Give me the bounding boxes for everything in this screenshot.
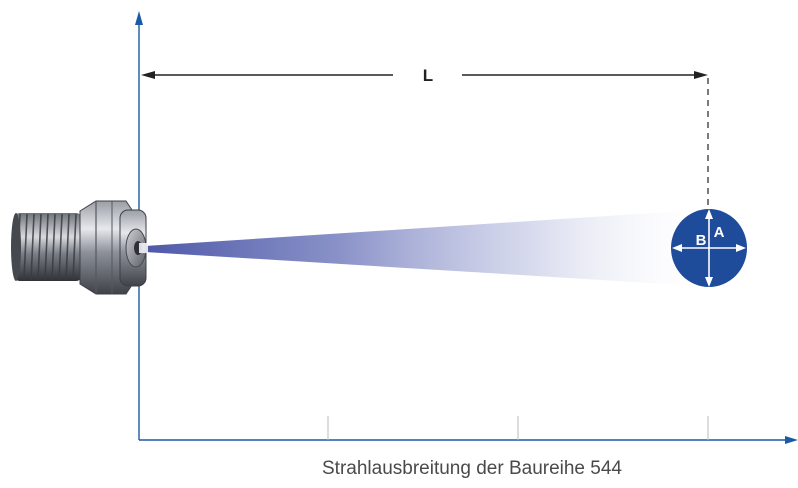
spray-spot: B A <box>671 209 747 287</box>
nozzle-icon <box>11 200 148 295</box>
diagram-caption: Strahlausbreitung der Baureihe 544 <box>322 458 622 479</box>
x-axis-arrowhead <box>785 436 798 444</box>
dimension-L: L <box>141 66 709 212</box>
distance-ticks <box>327 416 709 440</box>
dimension-arrow-left <box>141 71 155 79</box>
dimension-arrow-right <box>694 71 708 79</box>
spot-label-b: B <box>696 232 707 249</box>
spray-cone <box>145 210 700 286</box>
y-axis-arrowhead <box>135 11 143 25</box>
distance-label: L <box>423 66 433 85</box>
spot-label-a: A <box>714 224 725 241</box>
